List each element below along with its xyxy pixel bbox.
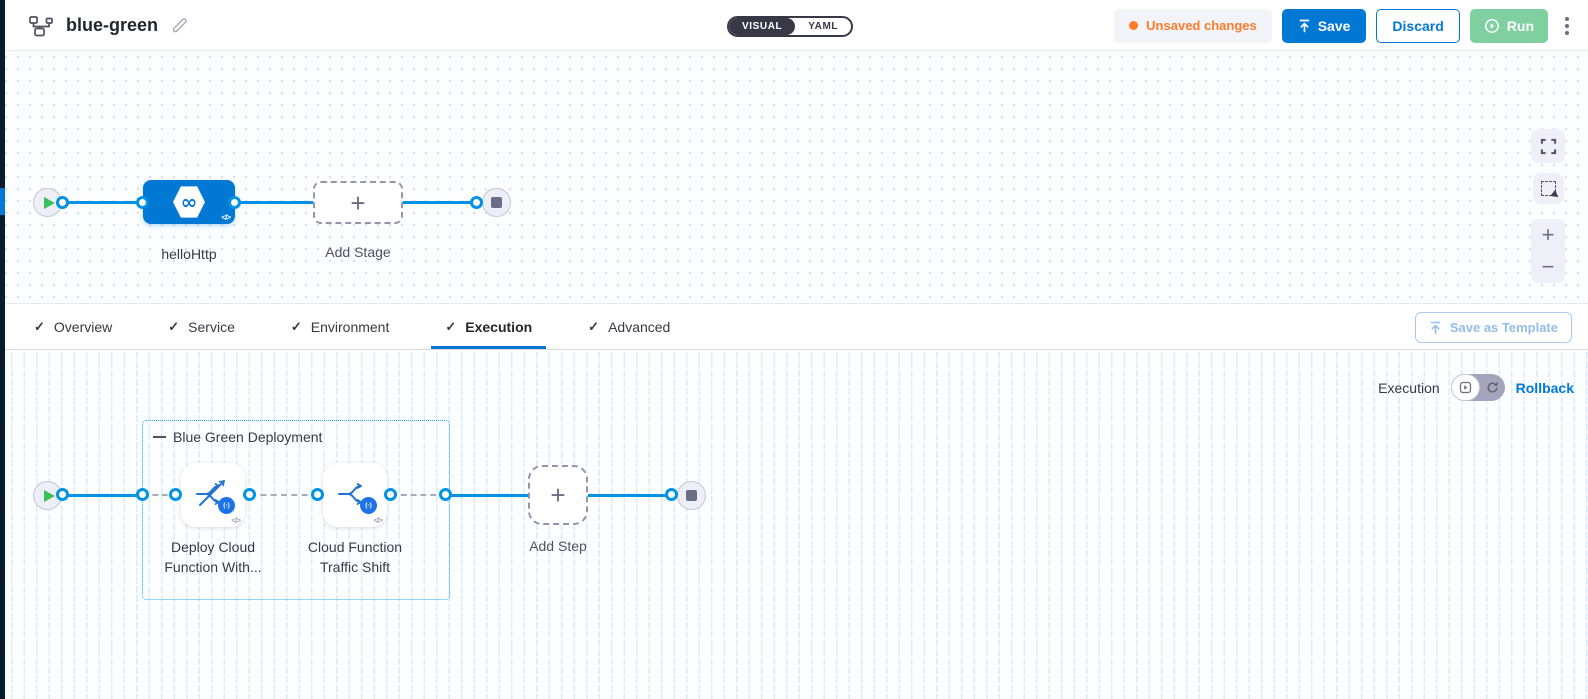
pipeline-stage-canvas[interactable]: ∞ </> helloHttp + Add Stage + −: [0, 51, 1588, 303]
cloud-function-badge-icon: (-): [360, 497, 377, 514]
cloud-function-badge-icon: (-): [218, 497, 235, 514]
execution-start-node: [33, 481, 62, 510]
check-icon: ✓: [168, 318, 180, 334]
tab-overview[interactable]: ✓ Overview: [34, 318, 113, 335]
zoom-in-button[interactable]: +: [1541, 222, 1555, 247]
exec-edge: [446, 494, 528, 497]
tab-advanced[interactable]: ✓ Advanced: [588, 318, 671, 335]
exec-start-out-port[interactable]: [56, 488, 69, 501]
step-group-name: Blue Green Deployment: [173, 429, 323, 445]
exec-edge: [588, 494, 672, 497]
code-icon: </>: [373, 516, 383, 525]
step2-in-port[interactable]: [311, 488, 324, 501]
marquee-select-button[interactable]: [1533, 173, 1564, 204]
zoom-out-button[interactable]: −: [1541, 254, 1555, 279]
collapse-dash-icon[interactable]: [153, 435, 166, 439]
code-icon: </>: [231, 516, 241, 525]
left-nav-highlight: [0, 188, 5, 215]
discard-button[interactable]: Discard: [1376, 8, 1460, 43]
visual-toggle[interactable]: VISUAL: [729, 18, 796, 35]
exec-edge: [60, 494, 143, 497]
step-node-traffic-shift[interactable]: (-) </>: [323, 463, 387, 527]
save-as-template-button[interactable]: Save as Template: [1414, 312, 1572, 343]
step-group-blue-green[interactable]: Blue Green Deployment: [142, 420, 450, 600]
stage-out-port[interactable]: [228, 196, 241, 209]
step1-out-port[interactable]: [243, 488, 256, 501]
step2-out-port[interactable]: [384, 488, 397, 501]
tab-execution[interactable]: ✓ Execution: [431, 304, 546, 349]
stage-edge: [60, 201, 477, 204]
execution-end-node: [677, 481, 706, 510]
yaml-toggle[interactable]: YAML: [808, 21, 839, 32]
step1-in-port[interactable]: [169, 488, 182, 501]
stage-tabbar: ✓ Overview ✓ Service ✓ Environment ✓ Exe…: [0, 303, 1588, 350]
start-out-port[interactable]: [56, 196, 69, 209]
serverless-stage-icon: ∞: [173, 186, 205, 218]
check-icon: ✓: [290, 318, 302, 334]
group-in-port[interactable]: [136, 488, 149, 501]
step-node-deploy-cloud-function[interactable]: (-) </>: [181, 463, 245, 527]
run-button[interactable]: Run: [1469, 8, 1548, 43]
step1-name-label: Deploy Cloud Function With...: [164, 539, 262, 575]
run-play-icon: [1484, 18, 1500, 34]
view-mode-toggle: VISUAL YAML: [727, 16, 854, 37]
execution-rollback-toggle[interactable]: [1450, 374, 1505, 401]
group-out-port[interactable]: [439, 488, 452, 501]
execution-mode-label: Execution: [1378, 379, 1440, 396]
rollback-steps-icon: [1480, 381, 1505, 394]
plus-icon: +: [350, 187, 366, 218]
left-nav-edge: [0, 0, 5, 699]
step2-name-label: Cloud Function Traffic Shift: [307, 539, 403, 575]
stage-in-port[interactable]: [136, 196, 149, 209]
exec-edge-dashed: [391, 494, 446, 496]
stage-name-label: helloHttp: [161, 246, 217, 262]
exec-edge-dashed: [143, 494, 177, 496]
exec-edge-dashed: [250, 494, 318, 496]
execution-steps-icon: [1450, 374, 1480, 401]
marquee-select-icon: [1541, 181, 1561, 201]
add-stage-label: Add Stage: [325, 244, 391, 260]
fullscreen-button[interactable]: [1531, 129, 1565, 163]
stop-icon: [491, 197, 502, 208]
add-stage-button[interactable]: +: [313, 181, 403, 224]
start-play-icon: [43, 196, 55, 209]
tab-environment[interactable]: ✓ Environment: [290, 318, 390, 335]
traffic-shift-icon: [338, 483, 362, 505]
upload-icon: [1430, 321, 1441, 334]
save-button[interactable]: Save: [1281, 8, 1367, 43]
zoom-controls: + −: [1531, 219, 1565, 283]
check-icon: ✓: [588, 318, 600, 334]
deploy-no-traffic-icon: [196, 480, 225, 506]
plus-icon: +: [550, 480, 566, 510]
check-icon: ✓: [445, 318, 457, 334]
unsaved-changes-badge: Unsaved changes: [1114, 8, 1272, 43]
add-step-button[interactable]: +: [528, 465, 588, 525]
check-icon: ✓: [34, 318, 45, 334]
rollback-link[interactable]: Rollback: [1515, 379, 1574, 396]
page-title: blue-green: [66, 15, 159, 35]
pipeline-end-node: [482, 188, 511, 217]
upload-icon: [1298, 19, 1311, 33]
tab-service[interactable]: ✓ Service: [168, 318, 235, 335]
pipeline-icon: [28, 15, 54, 37]
execution-canvas[interactable]: Execution Rollback Blue Gree: [0, 350, 1588, 699]
start-play-icon: [43, 489, 55, 502]
fullscreen-icon: [1540, 138, 1556, 154]
unsaved-dot-icon: [1129, 21, 1139, 30]
edit-pencil-icon[interactable]: [170, 16, 189, 35]
end-in-port[interactable]: [470, 196, 483, 209]
exec-end-in-port[interactable]: [665, 488, 678, 501]
header: blue-green VISUAL YAML Unsaved changes S…: [0, 0, 1588, 51]
step-group-header[interactable]: Blue Green Deployment: [153, 429, 322, 445]
add-step-label: Add Step: [529, 538, 587, 554]
code-icon: </>: [221, 213, 231, 222]
stage-node-hellohttp[interactable]: ∞ </>: [143, 180, 235, 224]
stop-icon: [686, 490, 697, 501]
more-options-icon[interactable]: [1558, 9, 1576, 43]
